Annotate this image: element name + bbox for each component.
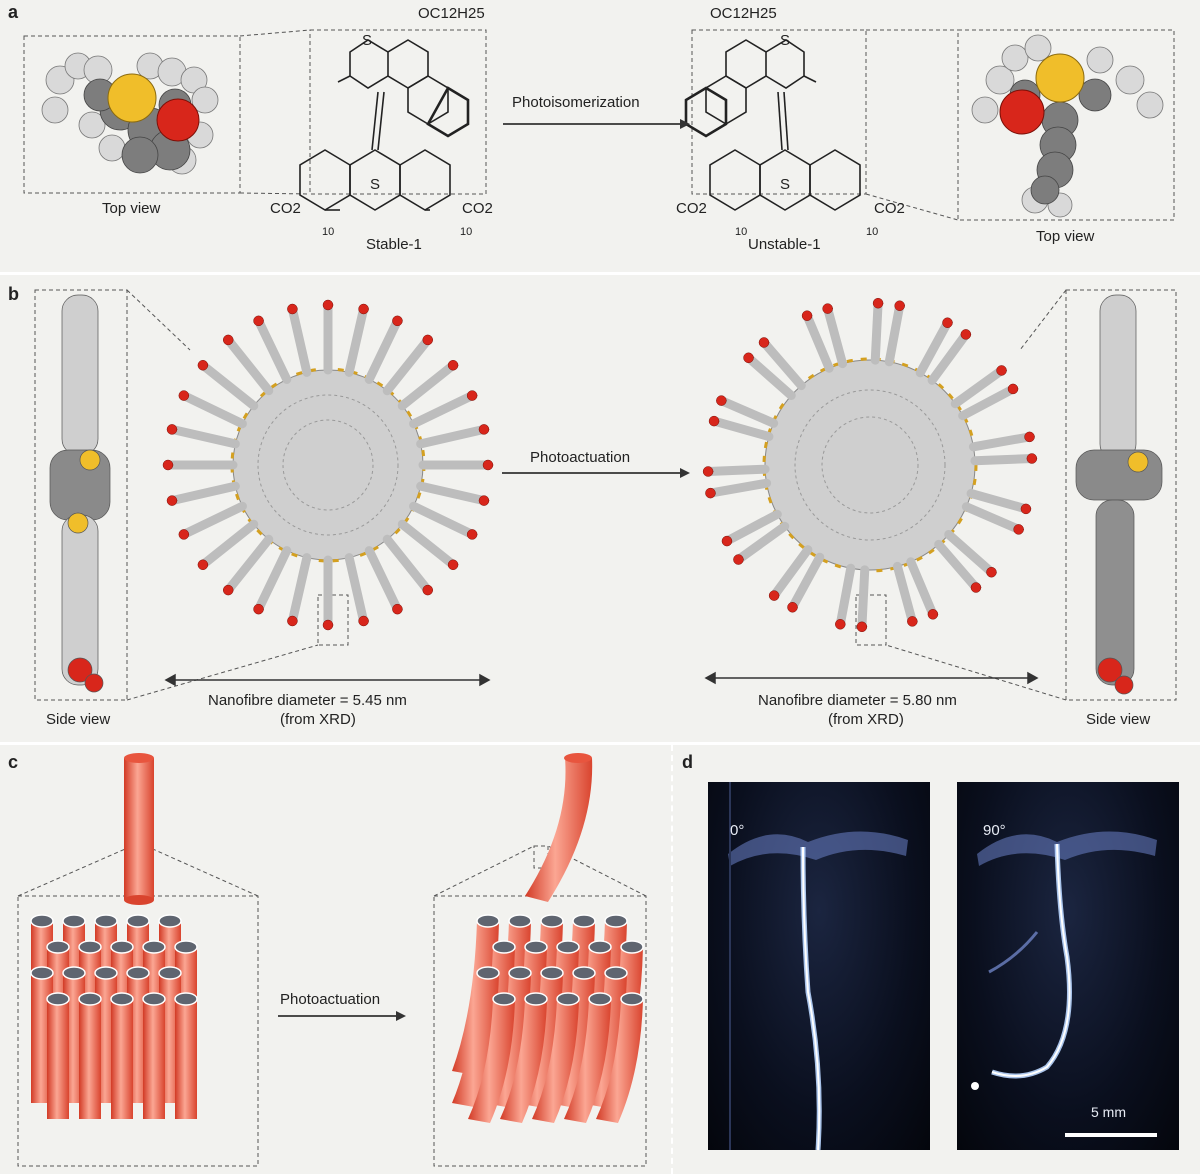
photo-90-degrees: 90° 5 mm (957, 782, 1179, 1150)
stable-chain-count-left: 10 (322, 226, 334, 238)
top-view-molecule-left (42, 53, 218, 174)
diameter-arrow-right (706, 673, 1037, 683)
single-fibre-bent (525, 753, 592, 902)
stable-chain-count-right: 10 (460, 226, 472, 238)
side-view-caption-left: Side view (46, 711, 110, 728)
photoactuation-label-b: Photoactuation (530, 449, 630, 466)
separator-cd (671, 745, 673, 1174)
photo-0-degrees: 0° (708, 782, 930, 1150)
photoisomerization-arrow (503, 119, 690, 129)
unstable-chain-count-right: 10 (866, 226, 878, 238)
panel-a-diagram (0, 0, 1200, 270)
unstable-chain-count-left: 10 (735, 226, 747, 238)
unstable-carboxylate-right: CO2 (874, 200, 905, 217)
panel-b-diagram (0, 275, 1200, 745)
angle-label-0: 0° (730, 822, 744, 839)
single-fibre-straight (124, 753, 154, 905)
fibre-bundle-bent (452, 915, 643, 1123)
nanofibre-cross-section-left (163, 300, 493, 630)
unstable-alkoxy-label: OC12H25 (710, 5, 777, 22)
xrd-note-right: (from XRD) (828, 711, 904, 728)
stable-carboxylate-left: CO2 (270, 200, 301, 217)
top-view-caption-right: Top view (1036, 228, 1094, 245)
unstable-sulfur-label: S (780, 32, 790, 49)
panel-c-diagram (0, 746, 670, 1174)
photoactuation-arrow-c (278, 1011, 406, 1021)
stable-carboxylate-right: CO2 (462, 200, 493, 217)
stable-1-label: Stable-1 (366, 236, 422, 253)
scale-bar-label: 5 mm (1091, 1104, 1126, 1120)
photoactuation-arrow-b (502, 468, 690, 478)
photoactuation-label-c: Photoactuation (280, 991, 380, 1008)
angle-label-90: 90° (983, 822, 1006, 839)
side-view-molecule-right (1076, 295, 1162, 694)
side-view-molecule-left (50, 295, 110, 692)
top-view-molecule-right (972, 35, 1163, 217)
photoisomerization-label: Photoisomerization (512, 94, 640, 111)
nanofibre-diameter-left: Nanofibre diameter = 5.45 nm (208, 692, 407, 709)
unstable-1-label: Unstable-1 (748, 236, 821, 253)
stable-1-structure (300, 40, 468, 210)
stable-ring-sulfur-label: S (370, 176, 380, 193)
unstable-1-structure (686, 40, 860, 210)
panel-label-d: d (682, 752, 693, 773)
nanofibre-cross-section-right (703, 298, 1037, 632)
diameter-arrow-left (166, 675, 489, 685)
unstable-carboxylate-left: CO2 (676, 200, 707, 217)
xrd-note-left: (from XRD) (280, 711, 356, 728)
fibre-bundle-straight (31, 915, 197, 1119)
nanofibre-diameter-right: Nanofibre diameter = 5.80 nm (758, 692, 957, 709)
stable-sulfur-label: S (362, 32, 372, 49)
separator-bc (0, 742, 1200, 745)
top-view-caption-left: Top view (102, 200, 160, 217)
stable-alkoxy-label: OC12H25 (418, 5, 485, 22)
unstable-ring-sulfur-label: S (780, 176, 790, 193)
side-view-caption-right: Side view (1086, 711, 1150, 728)
